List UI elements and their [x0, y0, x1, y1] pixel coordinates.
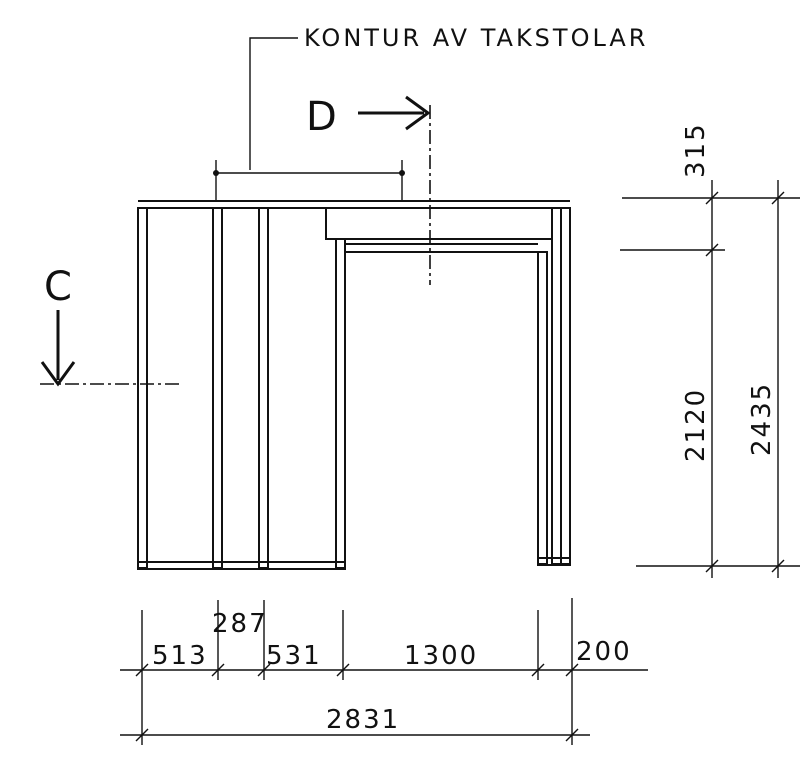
roof-truss-label: KONTUR AV TAKSTOLAR — [304, 24, 648, 52]
bottom-plate — [137, 557, 571, 570]
horizontal-dimensions — [120, 598, 648, 745]
dim-bay-1: 513 — [152, 641, 208, 671]
dim-total-height: 2435 — [747, 382, 777, 456]
dim-opening: 1300 — [404, 641, 478, 671]
dim-end: 200 — [576, 637, 632, 667]
stud-right-inner — [551, 207, 562, 565]
dim-header-height: 315 — [681, 122, 711, 178]
section-d-label: D — [306, 94, 337, 140]
dim-stud-gap: 287 — [212, 609, 268, 639]
vertical-dimensions — [620, 180, 800, 578]
dim-opening-height: 2120 — [681, 388, 711, 462]
stud-opening-right — [537, 251, 548, 565]
section-c-marker — [40, 310, 180, 387]
section-c-label: C — [44, 264, 72, 310]
stud-left — [137, 207, 148, 569]
stud-right-outer — [560, 207, 571, 565]
stud-2 — [212, 207, 223, 569]
roof-truss-leader — [213, 37, 405, 200]
dim-bay-2: 531 — [266, 641, 322, 671]
stud-opening-left — [335, 238, 346, 569]
header-beam — [325, 207, 553, 253]
top-plate — [138, 200, 570, 209]
dim-total-width: 2831 — [326, 705, 400, 735]
section-d-marker — [358, 95, 431, 285]
stud-3 — [258, 207, 269, 569]
studs — [137, 207, 571, 569]
